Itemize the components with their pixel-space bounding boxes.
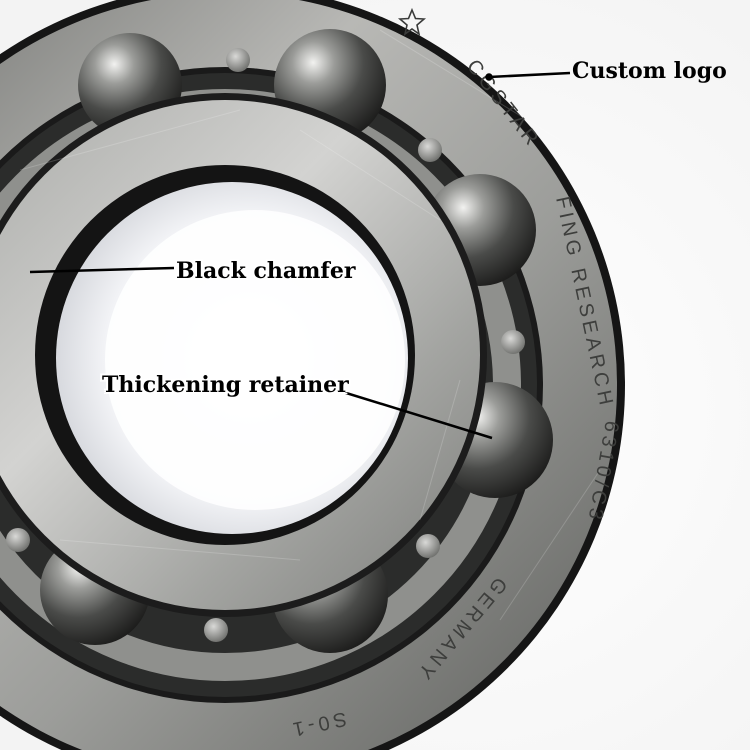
star-logo-icon xyxy=(397,7,427,36)
rivet xyxy=(418,138,442,162)
surface-scratches xyxy=(19,29,601,621)
rivet xyxy=(204,618,228,642)
callout-custom-logo: Custom logo xyxy=(572,58,727,84)
leader-black-chamfer xyxy=(29,266,175,274)
bore-highlight xyxy=(105,210,405,510)
rivet xyxy=(416,534,440,558)
rivet xyxy=(6,528,30,552)
callout-black-chamfer: Black chamfer xyxy=(176,258,356,284)
rivet xyxy=(501,330,525,354)
leader-dot xyxy=(485,73,493,81)
callout-leaders xyxy=(29,71,571,440)
leader-custom-logo xyxy=(488,71,571,79)
rivet xyxy=(226,48,250,72)
retainer-rivets xyxy=(6,48,525,642)
callout-thickening-retainer: Thickening retainer xyxy=(102,372,349,398)
leader-thickening-retainer xyxy=(329,386,493,440)
